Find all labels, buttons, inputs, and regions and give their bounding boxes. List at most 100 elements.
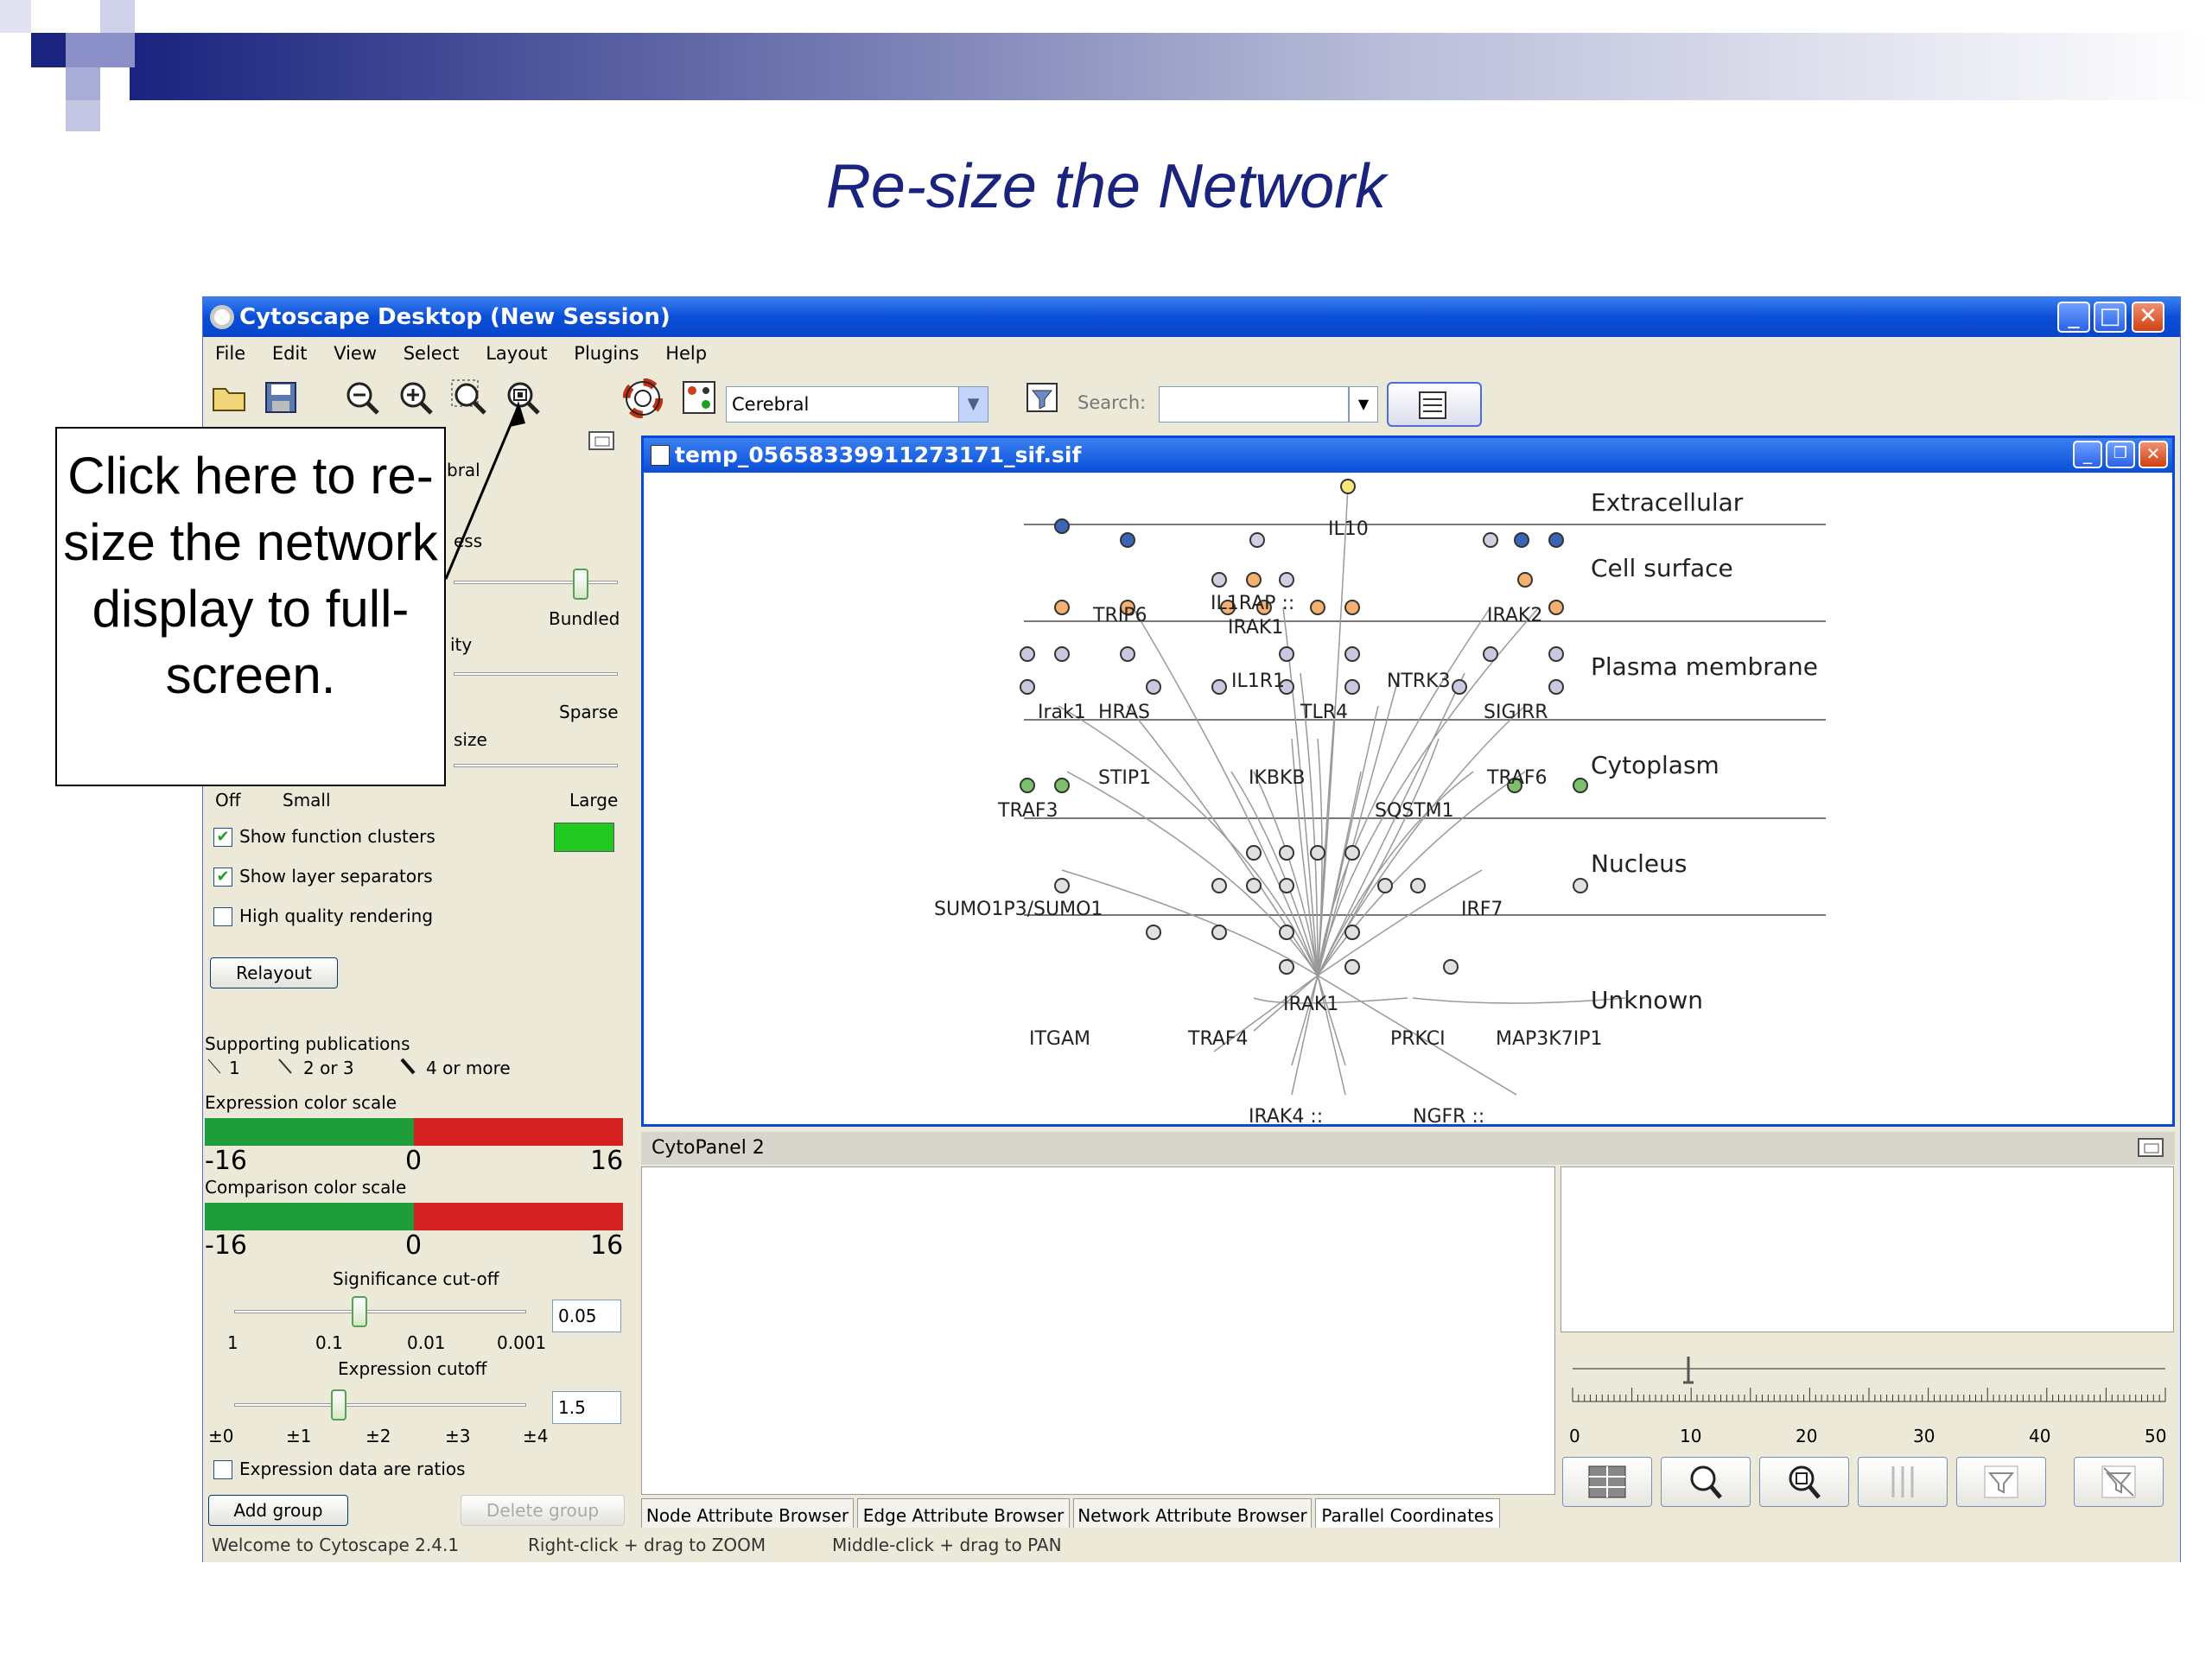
close-button[interactable]: ✕ xyxy=(2132,302,2164,333)
columns-button[interactable] xyxy=(1858,1457,1948,1507)
chevron-down-icon[interactable]: ▼ xyxy=(958,387,988,422)
significance-slider-track[interactable] xyxy=(234,1310,526,1313)
network-node[interactable] xyxy=(1020,646,1035,662)
size-slider-track[interactable] xyxy=(454,764,618,767)
network-node[interactable] xyxy=(1344,679,1360,695)
network-node[interactable] xyxy=(1120,646,1135,662)
minimize-button[interactable]: _ xyxy=(2057,302,2090,333)
filter-edit-icon[interactable] xyxy=(1024,378,1064,418)
zoom-fit-button[interactable] xyxy=(1759,1457,1849,1507)
network-node[interactable] xyxy=(1279,572,1294,588)
network-node[interactable] xyxy=(1344,646,1360,662)
network-node[interactable] xyxy=(1246,845,1262,861)
filter-button[interactable] xyxy=(1956,1457,2046,1507)
network-node[interactable] xyxy=(1246,572,1262,588)
save-icon[interactable] xyxy=(262,378,302,418)
zoom-button[interactable] xyxy=(1661,1457,1751,1507)
significance-slider-thumb[interactable] xyxy=(352,1296,367,1327)
tab-node-attribute-browser[interactable]: Node Attribute Browser xyxy=(641,1498,854,1533)
network-node[interactable] xyxy=(1054,600,1070,615)
network-node[interactable] xyxy=(1211,878,1227,893)
tab-network-attribute-browser[interactable]: Network Attribute Browser xyxy=(1073,1498,1312,1533)
parallel-coordinates-plot[interactable] xyxy=(1560,1166,2174,1332)
network-minimize-button[interactable]: _ xyxy=(2073,441,2102,468)
help-lifebuoy-icon[interactable] xyxy=(623,378,663,418)
network-node[interactable] xyxy=(1548,646,1564,662)
tab-parallel-coordinates[interactable]: Parallel Coordinates xyxy=(1315,1498,1500,1533)
attribute-browser-area[interactable] xyxy=(641,1166,1555,1495)
network-node[interactable] xyxy=(1146,925,1161,940)
network-node[interactable] xyxy=(1220,600,1236,615)
network-node[interactable] xyxy=(1279,959,1294,975)
network-node[interactable] xyxy=(1452,679,1467,695)
relayout-button[interactable]: Relayout xyxy=(210,957,338,988)
network-node[interactable] xyxy=(1340,479,1356,494)
show-function-clusters-checkbox[interactable]: ✔ xyxy=(213,828,232,847)
network-canvas[interactable]: Extracellular Cell surface Plasma membra… xyxy=(644,473,2172,1124)
add-group-button[interactable]: Add group xyxy=(208,1495,348,1526)
network-node[interactable] xyxy=(1483,532,1498,548)
search-input[interactable] xyxy=(1159,386,1349,423)
network-node[interactable] xyxy=(1279,845,1294,861)
menu-help[interactable]: Help xyxy=(665,343,708,364)
new-network-icon[interactable] xyxy=(680,378,720,418)
network-node[interactable] xyxy=(1120,600,1135,615)
clear-filter-button[interactable] xyxy=(2074,1457,2164,1507)
network-node[interactable] xyxy=(1514,532,1529,548)
network-node[interactable] xyxy=(1344,925,1360,940)
show-layer-separators-checkbox[interactable]: ✔ xyxy=(213,868,232,887)
network-node[interactable] xyxy=(1573,878,1588,893)
expression-value-input[interactable]: 1.5 xyxy=(552,1391,621,1424)
network-node[interactable] xyxy=(1054,878,1070,893)
undock-panel-icon[interactable] xyxy=(2136,1135,2167,1161)
control-tab-partial[interactable]: bral xyxy=(447,460,480,480)
network-node[interactable] xyxy=(1310,600,1325,615)
search-options-button[interactable] xyxy=(1387,382,1482,427)
zoom-out-icon[interactable] xyxy=(343,378,383,418)
zoom-fit-icon[interactable] xyxy=(504,378,543,418)
network-node[interactable] xyxy=(1279,925,1294,940)
network-node[interactable] xyxy=(1443,959,1459,975)
cluster-color-swatch[interactable] xyxy=(554,823,614,852)
menu-edit[interactable]: Edit xyxy=(271,343,308,364)
network-node[interactable] xyxy=(1548,600,1564,615)
network-node[interactable] xyxy=(1310,845,1325,861)
significance-value-input[interactable]: 0.05 xyxy=(552,1300,621,1332)
network-node[interactable] xyxy=(1344,600,1360,615)
network-node[interactable] xyxy=(1211,925,1227,940)
high-quality-checkbox[interactable] xyxy=(213,907,232,926)
network-node[interactable] xyxy=(1377,878,1393,893)
network-node[interactable] xyxy=(1344,959,1360,975)
network-node[interactable] xyxy=(1246,878,1262,893)
network-node[interactable] xyxy=(1249,532,1265,548)
zoom-in-icon[interactable] xyxy=(397,378,436,418)
network-node[interactable] xyxy=(1279,646,1294,662)
network-node[interactable] xyxy=(1211,679,1227,695)
bundling-slider-thumb[interactable] xyxy=(573,569,588,600)
network-node[interactable] xyxy=(1410,878,1426,893)
grid-view-button[interactable] xyxy=(1562,1457,1652,1507)
layout-select[interactable]: Cerebral ▼ xyxy=(726,386,988,423)
delete-group-button[interactable]: Delete group xyxy=(461,1495,625,1526)
network-node[interactable] xyxy=(1054,778,1070,793)
maximize-button[interactable]: □ xyxy=(2094,302,2126,333)
network-node[interactable] xyxy=(1344,845,1360,861)
network-restore-button[interactable]: ❐ xyxy=(2106,441,2135,468)
network-node[interactable] xyxy=(1548,532,1564,548)
menu-plugins[interactable]: Plugins xyxy=(574,343,639,364)
menu-view[interactable]: View xyxy=(334,343,378,364)
search-dropdown-button[interactable]: ▼ xyxy=(1349,386,1378,423)
network-node[interactable] xyxy=(1256,600,1272,615)
network-node[interactable] xyxy=(1483,646,1498,662)
network-node[interactable] xyxy=(1279,878,1294,893)
undock-panel-icon[interactable] xyxy=(587,429,618,453)
network-node[interactable] xyxy=(1548,679,1564,695)
network-node[interactable] xyxy=(1054,646,1070,662)
menu-file[interactable]: File xyxy=(215,343,246,364)
expression-slider-thumb[interactable] xyxy=(331,1389,346,1421)
density-slider-track[interactable] xyxy=(454,672,618,676)
network-node[interactable] xyxy=(1573,778,1588,793)
tab-edge-attribute-browser[interactable]: Edge Attribute Browser xyxy=(857,1498,1070,1533)
network-node[interactable] xyxy=(1120,532,1135,548)
network-node[interactable] xyxy=(1507,778,1522,793)
